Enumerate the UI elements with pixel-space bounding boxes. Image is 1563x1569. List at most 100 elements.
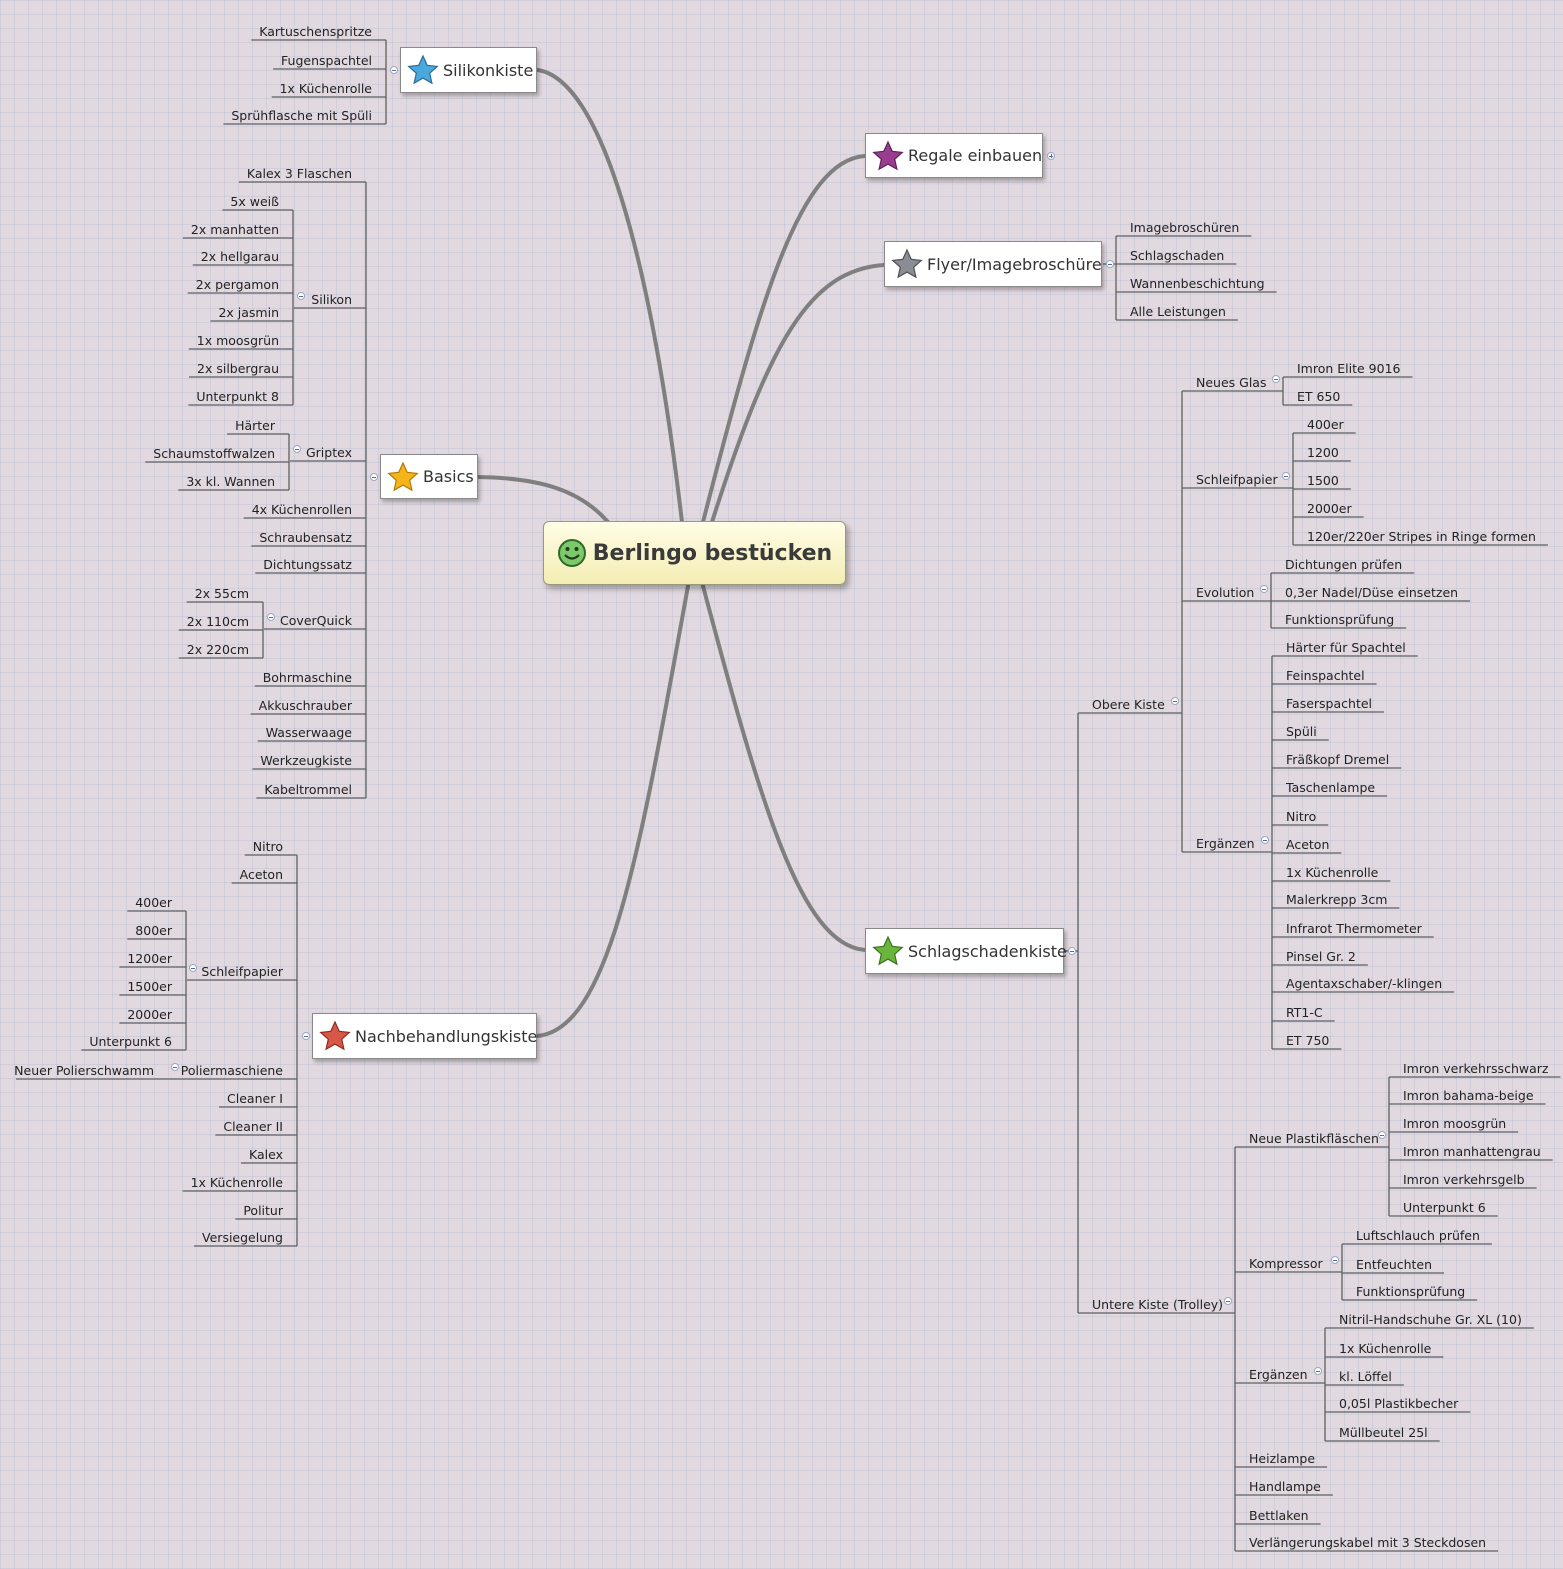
node-schraubensatz[interactable]: Schraubensatz <box>259 530 352 545</box>
collapse-toggle[interactable] <box>1378 1131 1386 1139</box>
node-nitro[interactable]: Nitro <box>252 839 283 854</box>
node-evolution[interactable]: Evolution <box>1196 585 1255 600</box>
node-cleaner-i[interactable]: Cleaner I <box>227 1091 283 1106</box>
node-2x-manhatten[interactable]: 2x manhatten <box>190 222 279 237</box>
node-versiegelung[interactable]: Versiegelung <box>202 1230 283 1245</box>
collapse-toggle[interactable] <box>1282 472 1290 480</box>
node-400er[interactable]: 400er <box>1307 417 1344 432</box>
node-bohrmaschine[interactable]: Bohrmaschine <box>262 670 352 685</box>
node-entfeuchten[interactable]: Entfeuchten <box>1356 1257 1433 1272</box>
node-1x-moosgr-n[interactable]: 1x moosgrün <box>196 333 279 348</box>
node-untere-kiste-trolley[interactable]: Untere Kiste (Trolley) <box>1092 1297 1224 1312</box>
node-feinspachtel[interactable]: Feinspachtel <box>1286 668 1365 683</box>
node-wannenbeschichtung[interactable]: Wannenbeschichtung <box>1130 276 1265 291</box>
node-2000er[interactable]: 2000er <box>127 1007 172 1022</box>
node-2x-hellgarau[interactable]: 2x hellgarau <box>200 249 279 264</box>
node-2000er[interactable]: 2000er <box>1307 501 1352 516</box>
node-malerkrepp-3cm[interactable]: Malerkrepp 3cm <box>1286 892 1388 907</box>
node-2x-55cm[interactable]: 2x 55cm <box>194 586 249 601</box>
node-erg-nzen[interactable]: Ergänzen <box>1249 1367 1308 1382</box>
collapse-toggle[interactable] <box>1106 260 1114 268</box>
topic-schlagschadenkiste[interactable]: Schlagschadenkiste <box>865 928 1067 974</box>
node-kartuschenspritze[interactable]: Kartuschenspritze <box>259 24 372 39</box>
collapse-toggle[interactable] <box>1260 585 1268 593</box>
node-funktionspr-fung[interactable]: Funktionsprüfung <box>1356 1284 1466 1299</box>
node-sp-li[interactable]: Spüli <box>1286 724 1317 739</box>
node-nitro[interactable]: Nitro <box>1286 809 1317 824</box>
node-alle-leistungen[interactable]: Alle Leistungen <box>1130 304 1226 319</box>
collapse-toggle[interactable] <box>370 473 378 481</box>
collapse-toggle[interactable] <box>1331 1256 1339 1264</box>
central-topic[interactable]: Berlingo bestücken <box>543 521 846 585</box>
node-wasserwaage[interactable]: Wasserwaage <box>265 725 352 740</box>
node-2x-220cm[interactable]: 2x 220cm <box>186 642 249 657</box>
node-3x-kl-wannen[interactable]: 3x kl. Wannen <box>186 474 275 489</box>
node-120er-220er-stripes-in-ringe-formen[interactable]: 120er/220er Stripes in Ringe formen <box>1307 529 1536 544</box>
node-agentaxschaber-klingen[interactable]: Agentaxschaber/-klingen <box>1286 976 1443 991</box>
node-imron-verkehrsgelb[interactable]: Imron verkehrsgelb <box>1403 1172 1525 1187</box>
collapse-toggle[interactable] <box>293 445 301 453</box>
collapse-toggle[interactable] <box>1314 1367 1322 1375</box>
node-rt1-c[interactable]: RT1-C <box>1286 1005 1323 1020</box>
topic-regale-einbauen[interactable]: Regale einbauen <box>865 133 1043 178</box>
node-unterpunkt-8[interactable]: Unterpunkt 8 <box>196 389 279 404</box>
node-1x-k-chenrolle[interactable]: 1x Küchenrolle <box>1339 1341 1432 1356</box>
node-unterpunkt-6[interactable]: Unterpunkt 6 <box>89 1034 172 1049</box>
node-schlagschaden[interactable]: Schlagschaden <box>1130 248 1225 263</box>
node-kalex-3-flaschen[interactable]: Kalex 3 Flaschen <box>246 166 352 181</box>
node-fr-kopf-dremel[interactable]: Fräßkopf Dremel <box>1286 752 1390 767</box>
node-800er[interactable]: 800er <box>135 923 172 938</box>
collapse-toggle[interactable] <box>1068 947 1076 955</box>
node-1x-k-chenrolle[interactable]: 1x Küchenrolle <box>1286 865 1379 880</box>
collapse-toggle[interactable] <box>1272 375 1280 383</box>
node-1500er[interactable]: 1500er <box>127 979 172 994</box>
collapse-toggle[interactable] <box>297 292 305 300</box>
node-0-3er-nadel-d-se-einsetzen[interactable]: 0,3er Nadel/Düse einsetzen <box>1285 585 1459 600</box>
node-et-650[interactable]: ET 650 <box>1297 389 1341 404</box>
node-imron-elite-9016[interactable]: Imron Elite 9016 <box>1297 361 1401 376</box>
node-heizlampe[interactable]: Heizlampe <box>1249 1451 1316 1466</box>
node-1500[interactable]: 1500 <box>1307 473 1339 488</box>
node-faserspachtel[interactable]: Faserspachtel <box>1286 696 1373 711</box>
topic-basics[interactable]: Basics <box>380 454 478 499</box>
node-taschenlampe[interactable]: Taschenlampe <box>1286 780 1376 795</box>
node-2x-110cm[interactable]: 2x 110cm <box>186 614 249 629</box>
node-imagebrosch-ren[interactable]: Imagebroschüren <box>1130 220 1240 235</box>
node-4x-k-chenrollen[interactable]: 4x Küchenrollen <box>251 502 352 517</box>
node-imron-bahama-beige[interactable]: Imron bahama-beige <box>1403 1088 1534 1103</box>
node-m-llbeutel-25l[interactable]: Müllbeutel 25l <box>1339 1425 1428 1440</box>
collapse-toggle[interactable] <box>302 1032 310 1040</box>
node-cleaner-ii[interactable]: Cleaner II <box>223 1119 283 1134</box>
node-5x-wei[interactable]: 5x weiß <box>230 194 279 209</box>
node-1x-k-chenrolle[interactable]: 1x Küchenrolle <box>279 81 372 96</box>
collapse-toggle[interactable] <box>1171 697 1179 705</box>
node-schleifpapier[interactable]: Schleifpapier <box>201 964 283 979</box>
node-nitril-handschuhe-gr-xl-10[interactable]: Nitril-Handschuhe Gr. XL (10) <box>1339 1312 1522 1327</box>
collapse-toggle[interactable] <box>1224 1297 1232 1305</box>
node-spr-hflasche-mit-sp-li[interactable]: Sprühflasche mit Spüli <box>231 108 372 123</box>
collapse-toggle[interactable] <box>390 66 398 74</box>
node-poliermaschiene[interactable]: Poliermaschiene <box>180 1063 283 1078</box>
node-h-rter[interactable]: Härter <box>235 418 275 433</box>
collapse-toggle[interactable] <box>189 964 197 972</box>
node-dichtungen-pr-fen[interactable]: Dichtungen prüfen <box>1285 557 1403 572</box>
node-kl-l-ffel[interactable]: kl. Löffel <box>1339 1369 1392 1384</box>
node-pinsel-gr-2[interactable]: Pinsel Gr. 2 <box>1286 949 1356 964</box>
node-akkuschrauber[interactable]: Akkuschrauber <box>258 698 352 713</box>
node-imron-manhattengrau[interactable]: Imron manhattengrau <box>1403 1144 1541 1159</box>
node-aceton[interactable]: Aceton <box>1286 837 1330 852</box>
node-erg-nzen[interactable]: Ergänzen <box>1196 836 1255 851</box>
node-fugenspachtel[interactable]: Fugenspachtel <box>281 53 372 68</box>
node-1x-k-chenrolle[interactable]: 1x Küchenrolle <box>190 1175 283 1190</box>
node-0-05l-plastikbecher[interactable]: 0,05l Plastikbecher <box>1339 1396 1459 1411</box>
node-400er[interactable]: 400er <box>135 895 172 910</box>
node-luftschlauch-pr-fen[interactable]: Luftschlauch prüfen <box>1356 1228 1480 1243</box>
node-politur[interactable]: Politur <box>243 1203 283 1218</box>
node-neuer-polierschwamm[interactable]: Neuer Polierschwamm <box>14 1063 154 1078</box>
node-infrarot-thermometer[interactable]: Infrarot Thermometer <box>1286 921 1422 936</box>
node-et-750[interactable]: ET 750 <box>1286 1033 1330 1048</box>
node-2x-silbergrau[interactable]: 2x silbergrau <box>197 361 279 376</box>
expand-toggle[interactable] <box>1047 152 1055 160</box>
node-imron-moosgr-n[interactable]: Imron moosgrün <box>1403 1116 1507 1131</box>
topic-nachbehandlungskiste[interactable]: Nachbehandlungskiste <box>312 1013 537 1059</box>
